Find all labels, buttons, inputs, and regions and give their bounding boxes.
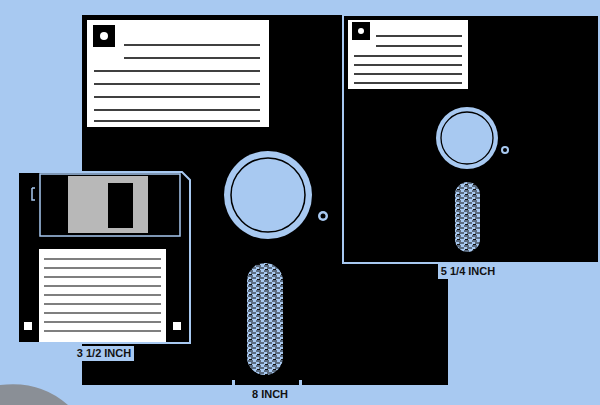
shutter-window — [108, 183, 133, 228]
size-label: 3 1/2 INCH — [74, 346, 134, 361]
hole — [173, 322, 181, 330]
disk-label — [87, 20, 269, 127]
label-mark — [352, 22, 370, 40]
hub-ring — [224, 151, 312, 239]
label-lines — [94, 45, 260, 121]
index-hole — [318, 211, 328, 221]
disk-label — [348, 20, 468, 89]
index-hole — [501, 146, 509, 154]
shutter-recess — [40, 174, 180, 236]
three-half-inch-disk — [18, 172, 190, 343]
label-mark — [93, 25, 115, 47]
corner-object — [0, 384, 68, 405]
size-label: 5 1/4 INCH — [438, 264, 498, 279]
disk-jacket — [343, 15, 599, 263]
hub-ring — [436, 107, 498, 169]
head-slot — [455, 182, 480, 252]
write-protect-notch — [32, 188, 35, 200]
hole — [24, 322, 32, 330]
metal-shutter — [68, 176, 148, 233]
five-quarter-inch-disk — [343, 15, 599, 263]
size-label: 8 INCH — [249, 387, 291, 402]
label-lines — [354, 36, 462, 83]
head-slot — [247, 263, 283, 375]
disk-label — [39, 249, 166, 342]
label-lines — [44, 259, 161, 331]
disk-shell — [18, 172, 190, 343]
